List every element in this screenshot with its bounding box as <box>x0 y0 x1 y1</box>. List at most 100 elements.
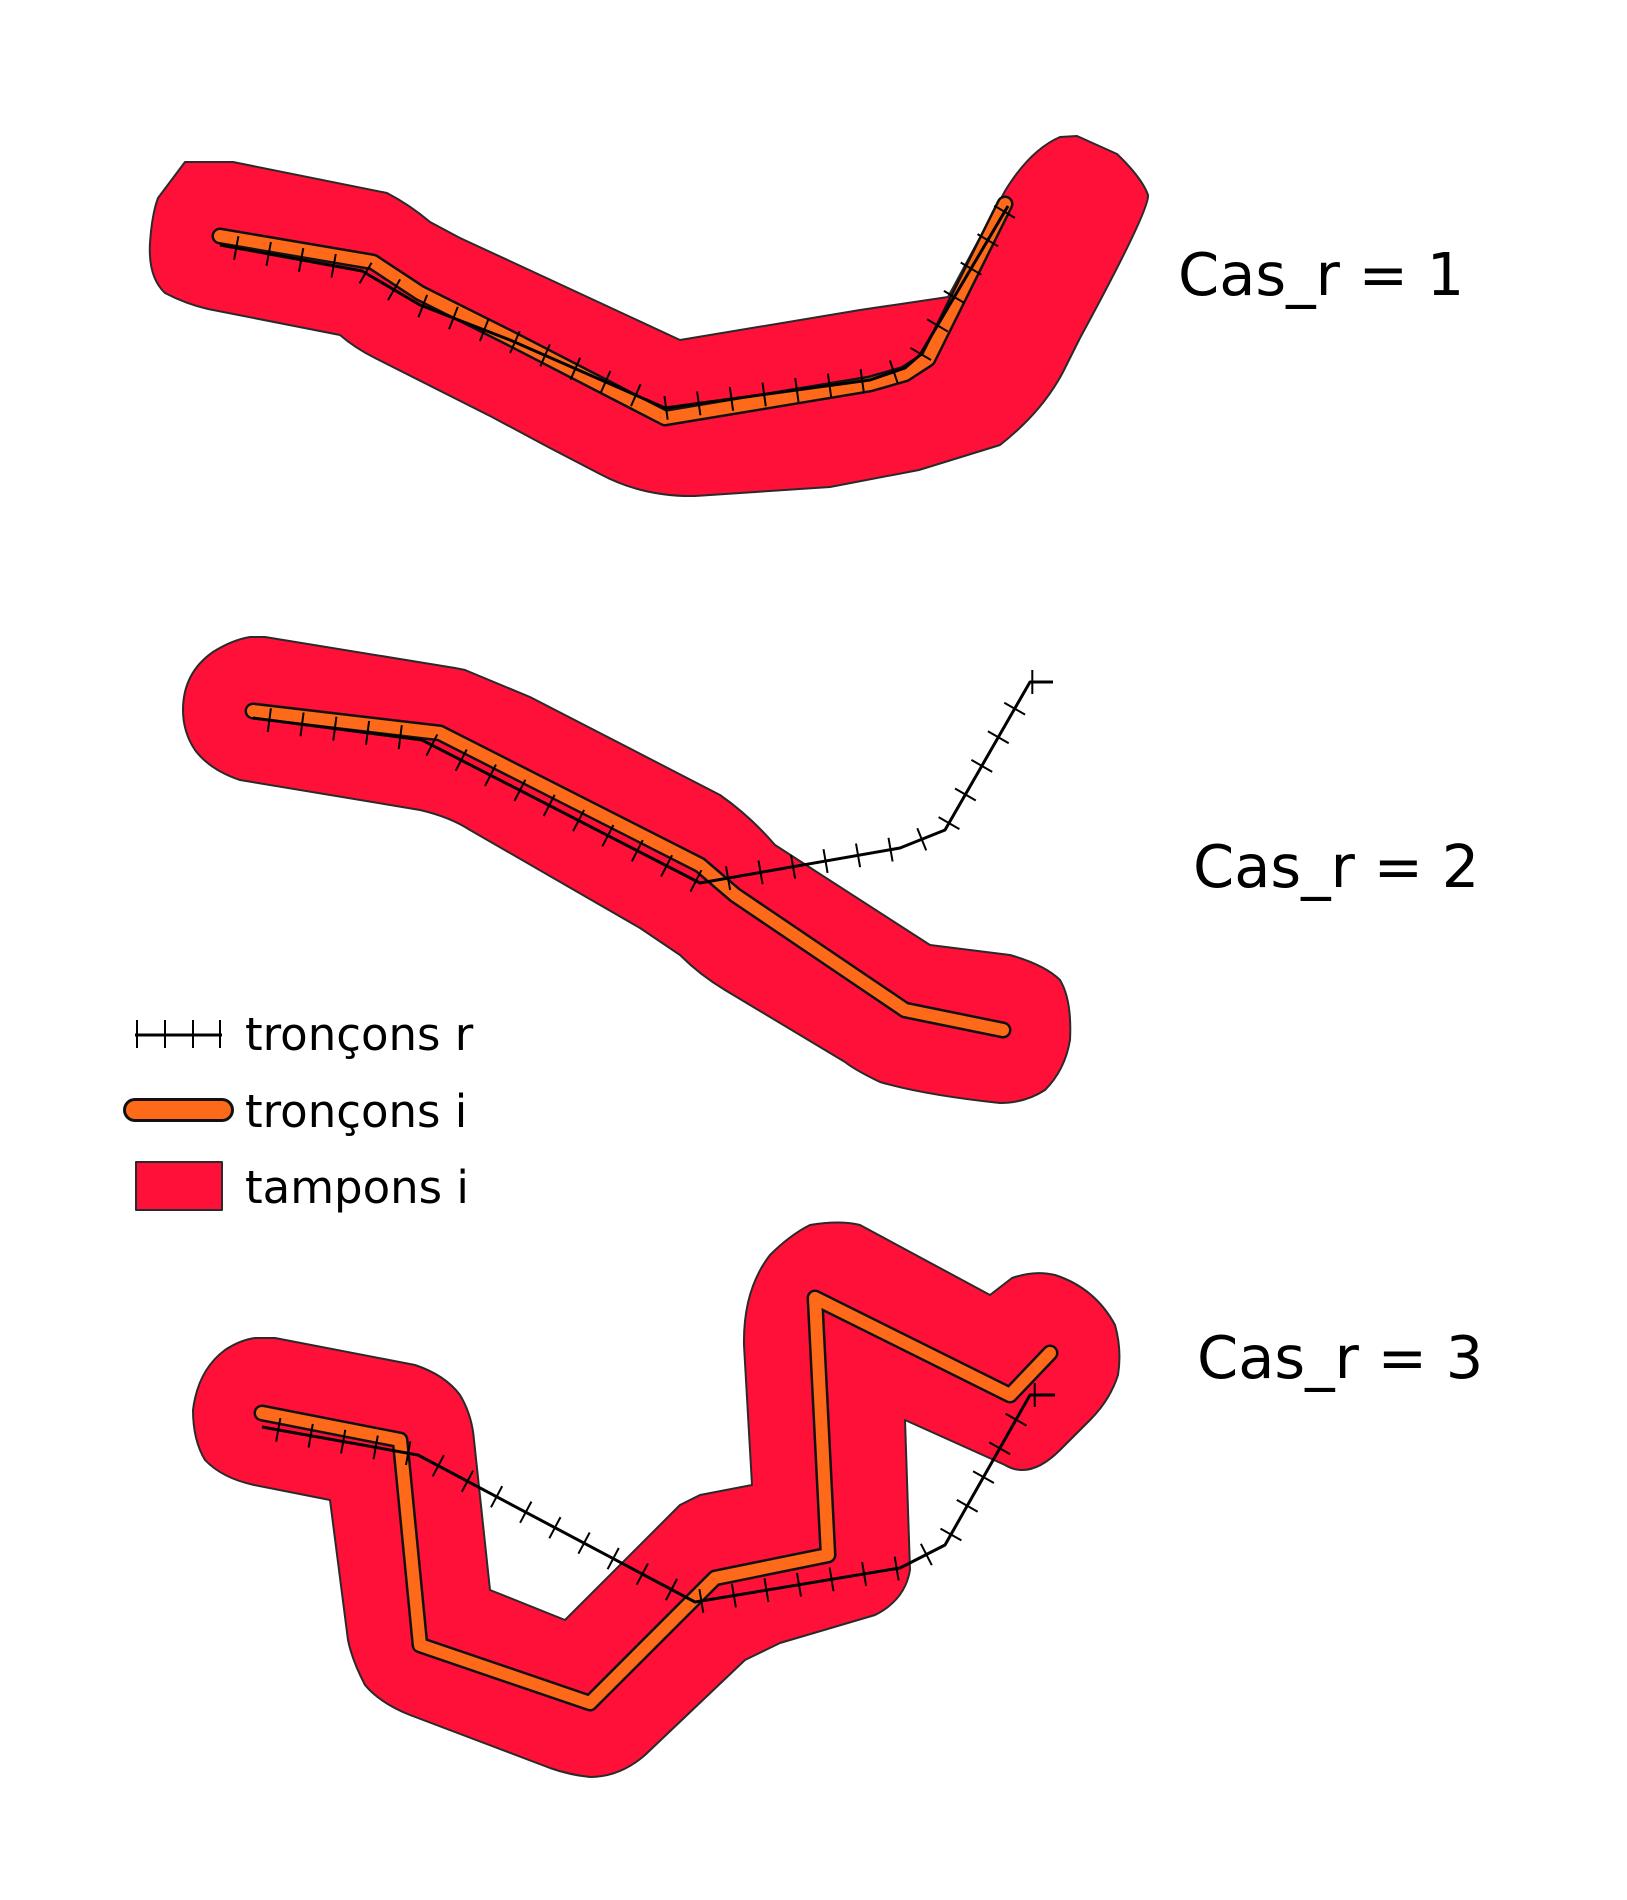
r-tick-mark <box>976 233 999 248</box>
r-tick-mark <box>448 306 459 330</box>
legend-label-tampons-i: tampons i <box>245 1161 469 1214</box>
r-tick-mark <box>728 386 735 411</box>
r-tick-mark <box>988 1441 1011 1456</box>
r-tick-mark <box>275 1417 282 1442</box>
case-3-label: Cas_r = 3 <box>1197 1323 1483 1392</box>
r-tick-mark <box>509 330 521 354</box>
r-tick-mark <box>938 816 960 830</box>
r-tick-mark <box>630 839 644 862</box>
r-tick-mark <box>828 1567 835 1592</box>
r-tick-mark <box>689 869 703 893</box>
case-1-panel: Cas_r = 1 <box>148 135 1464 498</box>
r-tick-mark <box>542 794 556 817</box>
r-tick-mark <box>405 1441 412 1466</box>
r-tick-mark <box>943 290 966 304</box>
r-tick-mark <box>572 809 585 832</box>
r-tick-mark <box>859 369 865 394</box>
r-tick-mark <box>1005 1412 1027 1427</box>
case-2-buffer-i <box>182 636 1072 1104</box>
r-tick-mark <box>663 395 669 420</box>
r-tick-mark <box>822 849 829 874</box>
case-1-segment-i <box>214 198 1011 424</box>
r-tick-mark <box>577 1532 591 1555</box>
r-tick-mark <box>417 294 429 318</box>
case-3-buffer-i <box>192 1221 1121 1778</box>
r-tick-mark <box>698 1588 705 1613</box>
r-tick-mark <box>861 1561 868 1586</box>
r-tick-mark <box>660 854 673 877</box>
r-tick-mark <box>888 360 899 384</box>
r-tick-mark <box>855 843 862 868</box>
r-tick-mark <box>266 708 272 733</box>
case-2-segment-r <box>252 680 1053 885</box>
case-2-r-ticks <box>266 670 1034 893</box>
legend-label-troncons-i: tronçons i <box>245 1085 467 1138</box>
ticked-line-icon <box>135 1020 222 1048</box>
r-tick-mark <box>757 860 764 885</box>
r-tick-mark <box>569 357 582 381</box>
r-tick-mark <box>548 1516 562 1539</box>
r-tick-mark <box>761 382 767 407</box>
r-tick-mark <box>372 1435 379 1460</box>
legend-item-troncons-i: tronçons i <box>123 1085 467 1138</box>
case-3-segment-i <box>256 1292 1056 1709</box>
r-tick-mark <box>954 787 977 802</box>
r-tick-mark <box>630 383 642 407</box>
legend-item-tampons-i: tampons i <box>135 1161 469 1214</box>
r-tick-mark <box>601 824 615 847</box>
r-tick-mark <box>926 318 949 333</box>
r-tick-mark <box>887 837 894 862</box>
r-tick-mark <box>298 247 305 272</box>
r-tick-mark <box>340 1429 347 1454</box>
r-tick-mark <box>920 1543 933 1566</box>
case-2-panel: Cas_r = 2 <box>182 636 1479 1104</box>
r-tick-mark <box>307 1423 314 1448</box>
r-tick-mark <box>265 241 272 266</box>
case-3-r-ticks <box>275 1383 1036 1613</box>
r-tick-mark <box>332 716 338 741</box>
legend-item-troncons-r: tronçons r <box>135 1008 474 1061</box>
r-tick-mark <box>956 1499 979 1513</box>
r-tick-mark <box>893 1556 900 1581</box>
r-tick-mark <box>725 866 732 891</box>
r-tick-mark <box>972 1470 995 1484</box>
r-tick-mark <box>478 318 490 342</box>
r-tick-mark <box>794 377 800 403</box>
r-tick-mark <box>909 346 932 361</box>
r-tick-mark <box>665 1578 678 1601</box>
r-tick-mark <box>993 204 1016 219</box>
case-3-segment-r <box>261 1393 1055 1604</box>
case-2-label: Cas_r = 2 <box>1193 832 1479 901</box>
r-tick-mark <box>387 278 401 301</box>
legend: tronçons r tronçons i tampons i <box>123 1008 474 1214</box>
r-tick-mark <box>635 1563 649 1586</box>
r-tick-mark <box>397 725 403 750</box>
r-tick-mark <box>299 712 305 737</box>
case-3-panel: Cas_r = 3 <box>192 1221 1483 1778</box>
r-tick-mark <box>454 749 468 772</box>
r-tick-mark <box>519 1501 533 1524</box>
r-tick-mark <box>606 1547 620 1570</box>
r-tick-mark <box>960 261 982 276</box>
red-box-icon <box>135 1161 223 1211</box>
r-tick-mark <box>763 1578 770 1603</box>
r-tick-mark <box>539 344 551 367</box>
r-tick-mark <box>330 253 337 278</box>
r-tick-mark <box>1003 701 1026 716</box>
legend-label-troncons-r: tronçons r <box>245 1008 474 1061</box>
case-1-r-ticks <box>233 204 1016 420</box>
r-tick-mark <box>484 764 497 787</box>
r-tick-mark <box>987 730 1010 745</box>
r-tick-mark <box>233 236 240 260</box>
r-tick-mark <box>916 827 928 851</box>
r-tick-mark <box>365 720 371 745</box>
r-tick-mark <box>460 1470 474 1493</box>
r-tick-mark <box>730 1583 737 1608</box>
case-1-label: Cas_r = 1 <box>1178 240 1464 309</box>
r-tick-mark <box>696 391 702 416</box>
r-tick-mark <box>970 759 993 773</box>
r-tick-mark <box>358 262 373 284</box>
r-tick-mark <box>599 370 612 394</box>
case-1-segment-r <box>219 205 1010 410</box>
